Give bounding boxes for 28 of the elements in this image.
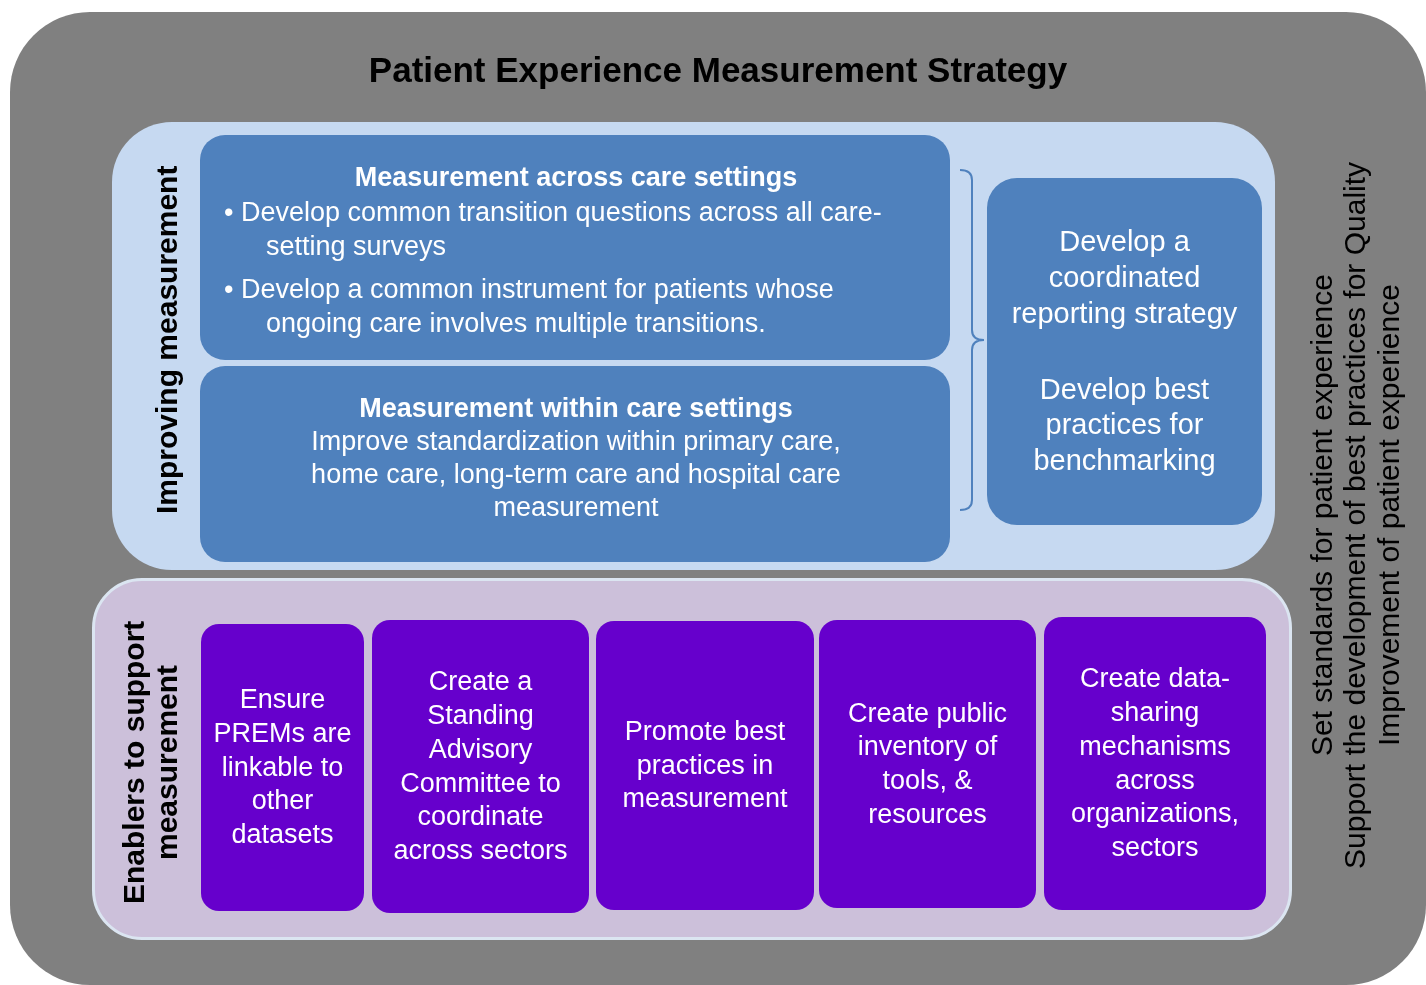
enabler-card: [819, 620, 1036, 908]
enablers-band: [92, 578, 1292, 940]
card-text: Develop best practices for benchmarking: [1032, 371, 1217, 479]
bullet-item: • Develop common transition questions across all care-setting surveys: [223, 195, 883, 263]
card-text: Improve standardization within primary care, home care, long-term care and hospital care measurement: [310, 424, 842, 524]
card-text: Ensure PREMs are linkable to other datasets: [213, 683, 352, 852]
strategy-panel: [10, 12, 1426, 985]
enabler-card: [596, 621, 814, 910]
card-heading: Measurement across care settings: [353, 161, 799, 194]
enabler-card: [1044, 617, 1266, 910]
card-text: Create public inventory of tools, & resources: [846, 696, 1009, 831]
side-note: Set standards for patient experience: [1304, 274, 1338, 756]
band-heading: Enablers to support measurement: [116, 619, 184, 906]
side-note: Support the development of best practices for Quality Improvement of patient experience: [1338, 160, 1406, 871]
enabler-card: [201, 624, 364, 911]
strategy-card: [987, 178, 1262, 525]
card-text: Create data-sharing mechanisms across organizations, sectors: [1069, 662, 1241, 864]
bullet-item: • Develop a common instrument for patients whose ongoing care involves multiple transitions.: [223, 273, 835, 341]
panel-heading: Patient Experience Measurement Strategy: [367, 50, 1069, 90]
card-heading: Measurement within care settings: [358, 392, 794, 425]
card-text: Create a Standing Advisory Committee to coordinate across sectors: [392, 665, 569, 867]
strategy-card: [200, 135, 950, 360]
strategy-card: [200, 366, 950, 562]
measurement-band: [112, 122, 1275, 570]
card-text: Develop a coordinated reporting strategy: [1010, 223, 1239, 331]
enabler-card: [372, 620, 589, 913]
band-heading: Improving measurement: [148, 164, 184, 517]
card-text: Promote best practices in measurement: [621, 714, 789, 816]
